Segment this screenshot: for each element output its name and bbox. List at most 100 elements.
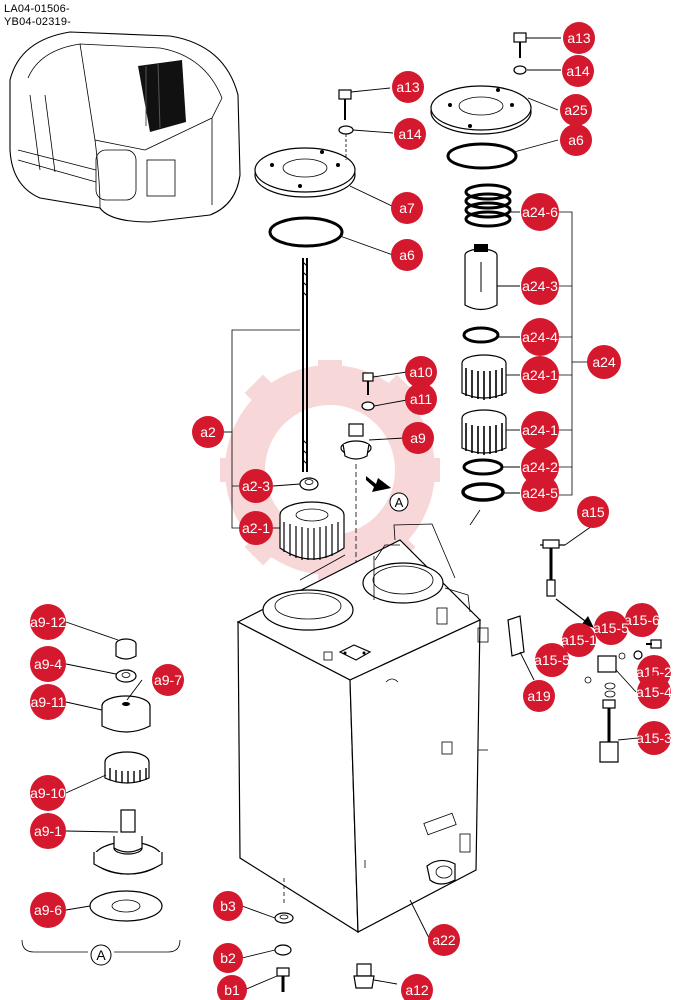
callout-label: a15-2	[636, 664, 672, 680]
callout-label: a2-1	[242, 520, 270, 536]
callout-badge	[560, 94, 592, 126]
callout-a10[interactable]: a10	[405, 356, 437, 388]
callout-label: a14	[398, 126, 422, 142]
machine-location-thumbnail	[9, 31, 241, 223]
callout-badge	[428, 924, 460, 956]
callout-label: a11	[410, 391, 433, 407]
callout-label: a12	[405, 982, 429, 998]
callout-badge	[521, 474, 559, 512]
callout-badge	[217, 975, 247, 1000]
callout-a19[interactable]: a19	[523, 680, 555, 712]
bolt-b1	[276, 967, 290, 992]
callout-label: a9-4	[34, 656, 62, 672]
callout-a13-top[interactable]: a13	[563, 22, 595, 54]
callout-badge	[391, 192, 423, 224]
callout-label: a24-4	[522, 329, 558, 345]
callout-label: a15	[581, 504, 605, 520]
callout-badge	[30, 684, 66, 720]
callout-a25[interactable]: a25	[560, 94, 592, 126]
callout-label: a7	[399, 200, 415, 216]
callout-a13[interactable]: a13	[392, 71, 424, 103]
callout-label: a15-6	[624, 612, 660, 628]
callout-label: a15-1	[561, 632, 597, 648]
strainer-a2-1	[279, 501, 345, 560]
callout-a14-top[interactable]: a14	[562, 55, 594, 87]
callout-badge	[563, 22, 595, 54]
callout-label: a6	[399, 247, 415, 263]
callout-b3[interactable]: b3	[213, 891, 243, 921]
callout-a24-1a[interactable]: a24-1	[521, 356, 559, 394]
callout-badge	[213, 891, 243, 921]
callout-a24-6[interactable]: a24-6	[521, 193, 559, 231]
callout-a14[interactable]: a14	[394, 118, 426, 150]
callout-a9-10[interactable]: a9-10	[30, 775, 66, 811]
callout-badge	[535, 643, 569, 677]
callout-label: a9-12	[30, 614, 66, 630]
element-a24-1-lower	[461, 409, 507, 455]
callout-a2-1[interactable]: a2-1	[239, 511, 273, 545]
plug-a12	[353, 963, 375, 989]
callout-a9-1[interactable]: a9-1	[30, 813, 66, 849]
callout-a2[interactable]: a2	[192, 416, 224, 448]
callout-label: a15-5	[593, 620, 629, 636]
callout-badge	[521, 267, 559, 305]
callout-a12[interactable]: a12	[401, 974, 433, 1000]
callout-a22[interactable]: a22	[428, 924, 460, 956]
callout-badge	[521, 411, 559, 449]
callout-badge	[30, 892, 66, 928]
callout-label: a2	[200, 424, 216, 440]
callout-badge	[30, 646, 66, 682]
callout-a15-4[interactable]: a15-4	[636, 675, 672, 709]
spring-a24-6	[464, 183, 512, 228]
ring-a24-5	[461, 482, 505, 502]
callout-a15-3[interactable]: a15-3	[636, 721, 672, 755]
callout-a24-2[interactable]: a24-2	[521, 448, 559, 486]
callout-a15-6[interactable]: a15-6	[624, 603, 660, 637]
diagram-code-2: YB04-02319-	[4, 16, 72, 28]
callout-a7[interactable]: a7	[391, 192, 423, 224]
callout-a11[interactable]: a11	[405, 383, 437, 415]
view-a-arrow-icon: A	[366, 476, 409, 512]
callout-label: a13	[567, 30, 591, 46]
callout-label: a24-6	[522, 204, 558, 220]
callout-a2-3[interactable]: a2-3	[239, 469, 273, 503]
callout-a24-5[interactable]: a24-5	[521, 474, 559, 512]
callout-a24-3[interactable]: a24-3	[521, 267, 559, 305]
callout-badge	[521, 448, 559, 486]
callout-a9-4[interactable]: a9-4	[30, 646, 66, 682]
callout-b2[interactable]: b2	[213, 943, 243, 973]
callout-label: a9-11	[31, 694, 66, 710]
callout-badge	[625, 603, 659, 637]
callout-a24-4[interactable]: a24-4	[521, 318, 559, 356]
callout-a15-5a[interactable]: a15-5	[593, 611, 629, 645]
callout-a24[interactable]: a24	[587, 345, 621, 379]
nut-a2-3	[299, 477, 319, 491]
callout-a15[interactable]: a15	[577, 496, 609, 528]
callout-badge	[587, 345, 621, 379]
element-a24-1-upper	[461, 354, 507, 400]
nut-a9-4	[115, 669, 137, 683]
callout-a15-1[interactable]: a15-1	[561, 623, 597, 657]
gasket-a9-6	[89, 890, 163, 922]
cap-a9-12	[115, 638, 137, 660]
callout-a9-12[interactable]: a9-12	[30, 604, 66, 640]
callout-a24-1b[interactable]: a24-1	[521, 411, 559, 449]
callout-label: b1	[224, 982, 240, 998]
callout-a6-top[interactable]: a6	[560, 124, 592, 156]
callout-label: a9-1	[34, 823, 62, 839]
callout-label: a9-10	[30, 785, 66, 801]
callout-label: a24-3	[522, 278, 558, 294]
callout-a9-6[interactable]: a9-6	[30, 892, 66, 928]
callout-b1[interactable]: b1	[217, 975, 247, 1000]
callout-label: a24-2	[522, 459, 558, 475]
callout-a6[interactable]: a6	[391, 239, 423, 271]
callout-a9[interactable]: a9	[402, 422, 434, 454]
callout-label: a9-7	[154, 672, 182, 688]
callout-a9-11[interactable]: a9-11	[30, 684, 66, 720]
callout-badge	[30, 813, 66, 849]
callout-label: a22	[432, 932, 456, 948]
callout-a9-7[interactable]: a9-7	[152, 664, 184, 696]
callout-a15-5b[interactable]: a15-5	[534, 643, 570, 677]
view-a-bracket: A	[21, 939, 181, 966]
callout-label: a25	[564, 102, 588, 118]
